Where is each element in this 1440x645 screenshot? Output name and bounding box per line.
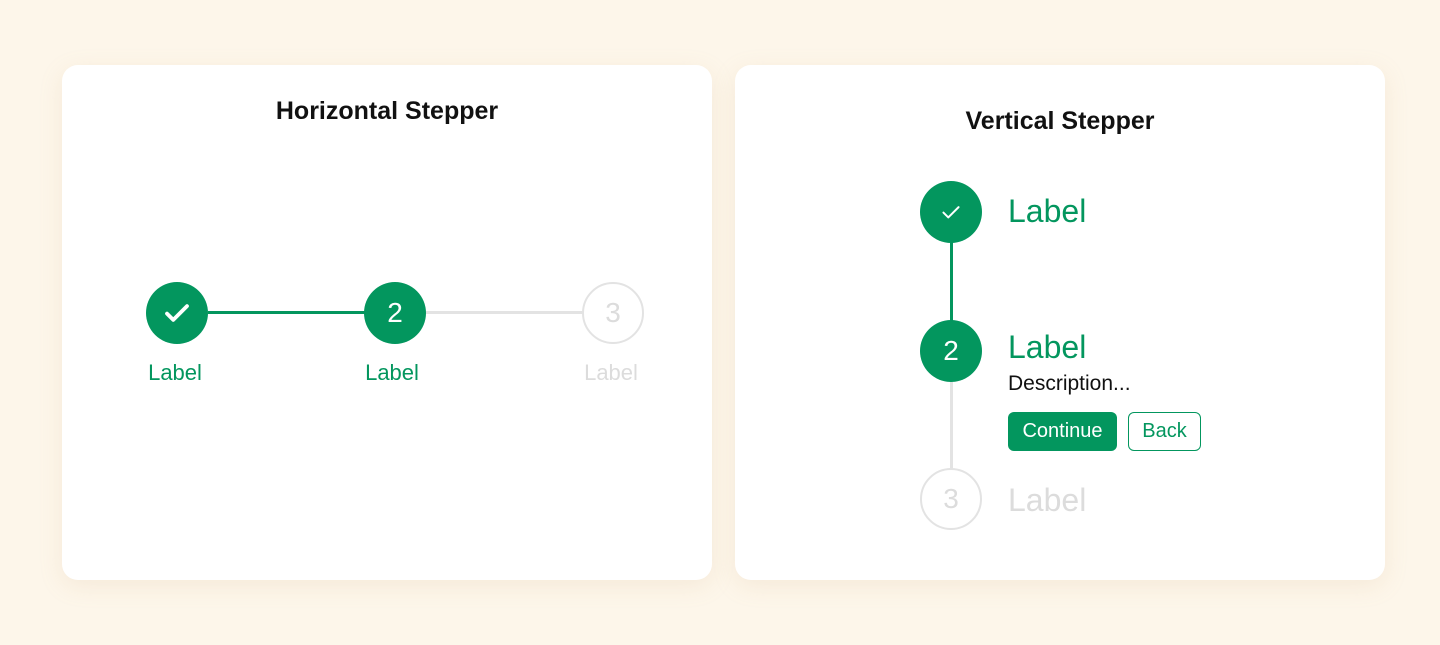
card-title: Vertical Stepper	[965, 107, 1155, 135]
step-2-label: Label	[1008, 329, 1087, 365]
step-3[interactable]: 3	[920, 468, 982, 530]
check-icon	[165, 304, 189, 322]
step-1[interactable]	[146, 282, 208, 344]
step-3[interactable]: 3	[582, 282, 644, 344]
connector-pending	[950, 381, 953, 471]
back-button[interactable]: Back	[1128, 412, 1201, 451]
connector-completed	[208, 311, 398, 314]
step-1-label: Label	[148, 360, 202, 385]
continue-button[interactable]: Continue	[1008, 412, 1117, 451]
step-2-description: Description...	[1008, 372, 1131, 395]
connector-completed	[950, 241, 953, 321]
check-icon	[942, 206, 960, 219]
step-2-label: Label	[365, 360, 419, 385]
step-1-label: Label	[1008, 193, 1087, 229]
step-1[interactable]	[920, 181, 982, 243]
step-2[interactable]: 2	[920, 320, 982, 382]
vertical-stepper-card: Vertical Stepper 2 3 Label Label Descrip…	[735, 65, 1385, 580]
step-3-label: Label	[584, 360, 638, 385]
step-2[interactable]: 2	[364, 282, 426, 344]
connector-pending	[426, 311, 616, 314]
card-title: Horizontal Stepper	[275, 97, 499, 125]
step-3-label: Label	[1008, 482, 1087, 518]
horizontal-stepper-card: Horizontal Stepper 2 3 Label Label Label	[62, 65, 712, 580]
